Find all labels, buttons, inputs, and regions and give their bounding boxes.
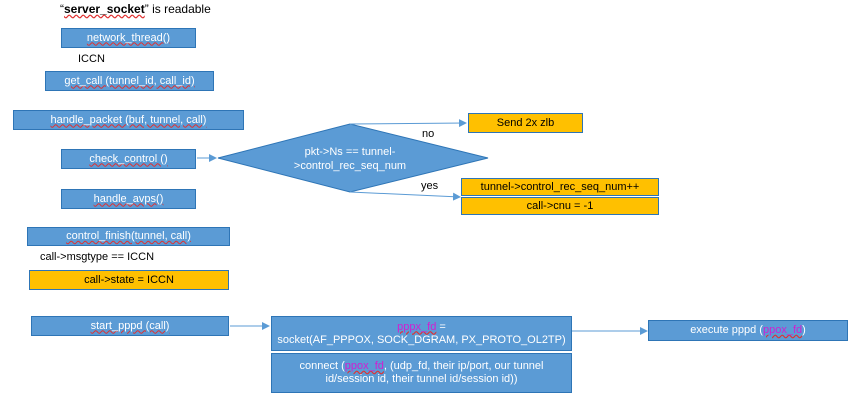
arrow-decision-yes [349,191,461,201]
control-finish-label: control_finish(tunnel, call) [66,230,191,242]
check-control-label: check_control () [89,152,168,165]
arrow-decision-no [349,119,467,128]
execute-var: ppox_fd [762,324,803,336]
execute-pre: execute pppd ( [690,324,763,336]
decision-text: pkt->Ns == tunnel- >control_rec_seq_num [270,145,430,173]
handle-avps-box: handle_avps() [61,189,196,209]
connect-post: , (udp_fd, their ip/port, our tunnel id/… [325,360,544,385]
connect-pre: connect ( [299,360,345,372]
header-text: “server_socket” is readable [60,3,211,16]
cnu-box: call->cnu = -1 [461,197,659,215]
connect-box: connect (ppox_fd, (udp_fd, their ip/port… [271,353,572,393]
yes-label: yes [421,180,439,192]
call-state-label: call->state = ICCN [84,273,174,286]
msgtype-label: call->msgtype == ICCN [40,251,155,263]
call-state-box: call->state = ICCN [29,270,229,290]
header-quote-close: ” [144,2,149,16]
socket-call: socket(AF_PPPOX, SOCK_DGRAM, PX_PROTO_OL… [277,333,566,346]
decision-diamond [217,123,489,193]
no-label: no [422,128,435,140]
start-pppd-box: start_pppd (call) [31,316,229,336]
connect-text: connect (ppox_fd, (udp_fd, their ip/port… [278,360,565,386]
network-thread-label: network_thread() [86,31,171,44]
network-thread-box: network_thread() [61,28,196,48]
decision-line-2: >control_rec_seq_num [293,160,407,172]
control-finish-box: control_finish(tunnel, call) [27,227,230,246]
send-zlb-label: Send 2x zlb [496,116,555,129]
decision-line-1: pkt->Ns == tunnel- [304,146,396,158]
get-call-label: get_call (tunnel_id, call_id) [64,74,195,87]
iccn-label: ICCN [78,53,105,65]
socket-box: pppx_fd = socket(AF_PPPOX, SOCK_DGRAM, P… [271,316,572,351]
header-rest: is readable [148,2,211,16]
seq-increment-box: tunnel->control_rec_seq_num++ [461,178,659,196]
start-pppd-label: start_pppd (call) [90,319,170,332]
socket-var: pppx_fd [397,320,437,333]
execute-pppd-box: execute pppd (ppox_fd) [648,320,848,341]
socket-eq: = [436,320,446,333]
socket-line-1: pppx_fd = [397,321,446,334]
header-var: server_socket [64,2,145,16]
execute-text: execute pppd (ppox_fd) [690,324,806,337]
handle-avps-label: handle_avps() [93,192,164,205]
cnu-label: call->cnu = -1 [526,199,594,212]
execute-post: ) [802,324,806,336]
send-zlb-box: Send 2x zlb [468,113,583,133]
check-control-box: check_control () [61,149,196,169]
handle-packet-box: handle_packet (buf, tunnel, call) [13,110,244,130]
header-quote-open: “ [60,2,64,16]
seq-increment-label: tunnel->control_rec_seq_num++ [480,180,640,193]
connect-var: ppox_fd [344,360,384,372]
get-call-box: get_call (tunnel_id, call_id) [45,71,214,91]
handle-packet-label: handle_packet (buf, tunnel, call) [50,113,207,126]
